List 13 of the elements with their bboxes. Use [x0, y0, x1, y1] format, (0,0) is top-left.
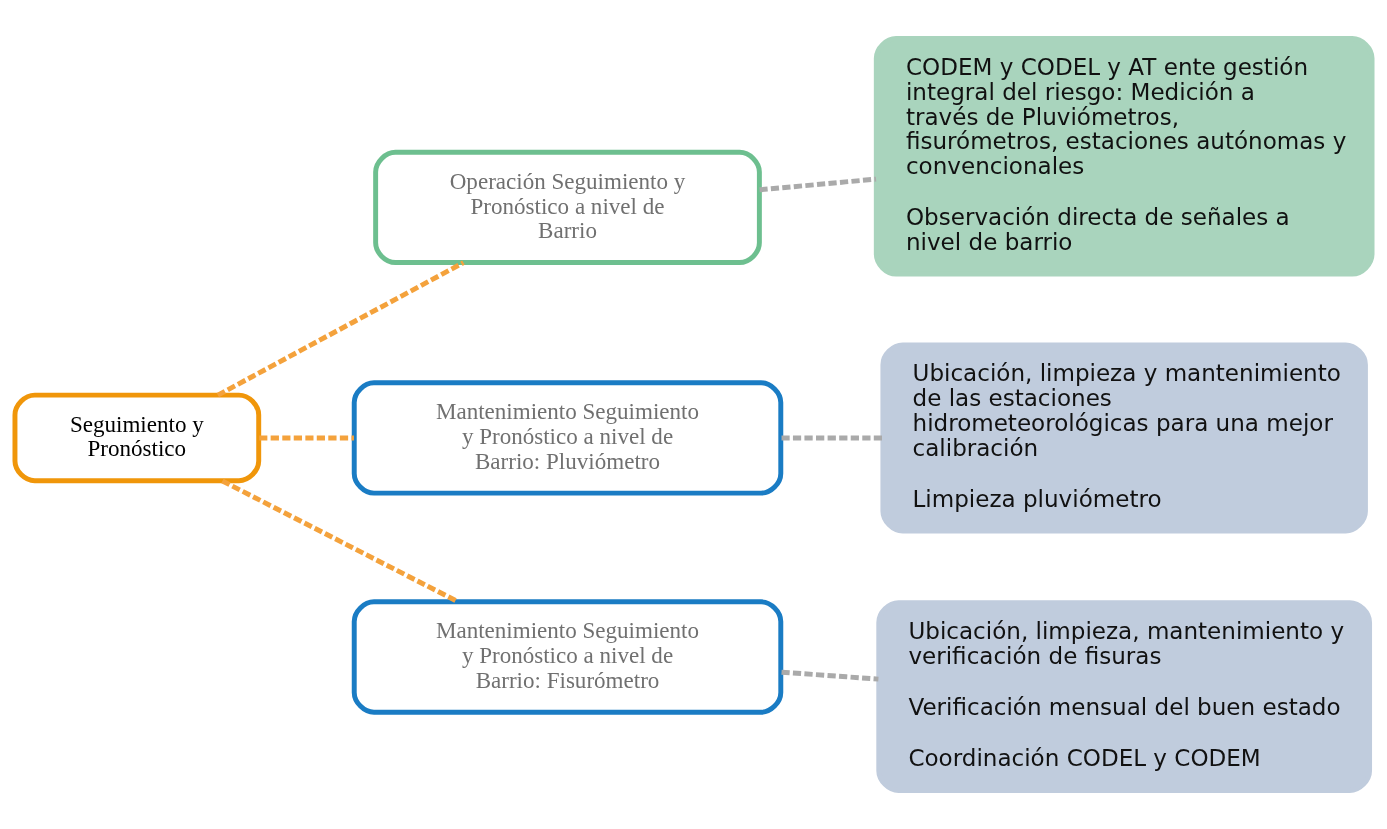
node-box: Ubicación, limpieza y mantenimiento de las estaciones hidrometeorológicas para una mejor calibración Limpieza pluviómetro [880, 342, 1368, 534]
node-box: Operación Seguimiento y Pronóstico a nivel de Barrio [373, 149, 762, 266]
connector [781, 669, 879, 682]
connector [781, 435, 883, 441]
node-box: Seguimiento y Pronóstico [12, 392, 262, 484]
connector [221, 478, 459, 604]
node-box: Mantenimiento Seguimiento y Pronóstico a nivel de Barrio: Fisurómetro [351, 599, 784, 715]
connector [216, 260, 465, 398]
connector [259, 435, 354, 441]
connector [759, 176, 877, 193]
node-box: Ubicación, limpieza, mantenimiento y verificación de fisuras Verificación mensual del buen estado Coordinación CODEL y CODEM [876, 600, 1373, 793]
node-box: CODEM y CODEL y AT ente gestión integral del riesgo: Medición a través de Pluviómetros, fisurómetros, estaciones autónomas y convencionales Observación directa de señales a nivel de barrio [873, 36, 1375, 277]
node-box: Mantenimiento Seguimiento y Pronóstico a nivel de Barrio: Pluviómetro [351, 380, 784, 496]
